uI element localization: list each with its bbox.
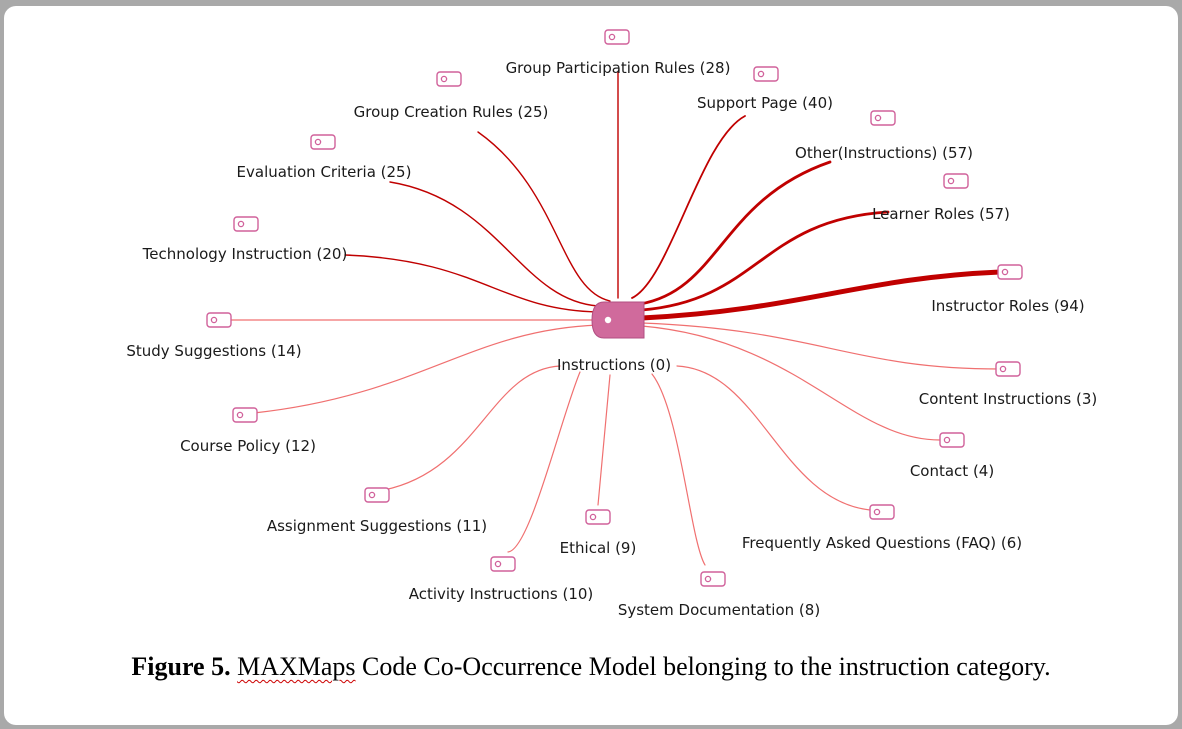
code-icon-ethical-9[interactable] <box>585 509 611 525</box>
caption-figure-number: Figure 5. <box>131 652 231 681</box>
code-label-other-instructions-57[interactable]: Other(Instructions) (57) <box>795 144 973 162</box>
code-icon-content-instructions-3[interactable] <box>995 361 1021 377</box>
code-icon-learner-roles-57[interactable] <box>943 173 969 189</box>
code-icon-group-creation-rules-25[interactable] <box>436 71 462 87</box>
code-icon-contact-4[interactable] <box>939 432 965 448</box>
link-contact-4 <box>641 325 941 441</box>
code-label-activity-instructions-10[interactable]: Activity Instructions (10) <box>409 585 594 603</box>
code-label-system-documentation-8[interactable]: System Documentation (8) <box>618 601 820 619</box>
code-label-group-creation-rules-25[interactable]: Group Creation Rules (25) <box>354 103 549 121</box>
code-icon-system-documentation-8[interactable] <box>700 571 726 587</box>
code-label-instructor-roles-94[interactable]: Instructor Roles (94) <box>931 297 1084 315</box>
center-code-node[interactable] <box>591 301 645 339</box>
code-icon-frequently-asked-questions-faq-6[interactable] <box>869 504 895 520</box>
code-label-support-page-40[interactable]: Support Page (40) <box>697 94 833 112</box>
caption-text: Code Co-Occurrence Model belonging to th… <box>355 652 1051 681</box>
code-icon-study-suggestions-14[interactable] <box>206 312 232 328</box>
link-assignment-suggestions-11 <box>383 365 561 491</box>
figure-panel <box>4 6 1178 725</box>
code-label-content-instructions-3[interactable]: Content Instructions (3) <box>919 390 1098 408</box>
code-label-evaluation-criteria-25[interactable]: Evaluation Criteria (25) <box>237 163 412 181</box>
code-label-study-suggestions-14[interactable]: Study Suggestions (14) <box>126 342 301 360</box>
code-icon-instructor-roles-94[interactable] <box>997 264 1023 280</box>
link-group-creation-rules-25 <box>477 131 611 302</box>
code-label-learner-roles-57[interactable]: Learner Roles (57) <box>872 205 1010 223</box>
link-ethical-9 <box>597 374 611 506</box>
link-activity-instructions-10 <box>507 371 581 553</box>
link-system-documentation-8 <box>651 373 706 566</box>
center-code-label[interactable]: Instructions (0) <box>557 356 671 374</box>
link-frequently-asked-questions-faq-6 <box>676 365 871 511</box>
code-icon-other-instructions-57[interactable] <box>870 110 896 126</box>
link-course-policy-12 <box>253 324 599 414</box>
link-other-instructions-57 <box>638 160 832 306</box>
link-support-page-40 <box>631 115 746 299</box>
code-label-assignment-suggestions-11[interactable]: Assignment Suggestions (11) <box>267 517 487 535</box>
link-learner-roles-57 <box>640 210 890 312</box>
figure-caption: Figure 5. MAXMaps Code Co-Occurrence Mod… <box>0 652 1182 682</box>
code-label-technology-instruction-20[interactable]: Technology Instruction (20) <box>142 245 348 263</box>
code-label-contact-4[interactable]: Contact (4) <box>910 462 994 480</box>
code-icon-group-participation-rules-28[interactable] <box>604 29 630 45</box>
code-label-group-participation-rules-28[interactable]: Group Participation Rules (28) <box>506 59 731 77</box>
code-icon-technology-instruction-20[interactable] <box>233 216 259 232</box>
caption-maxmaps: MAXMaps <box>237 652 356 681</box>
link-content-instructions-3 <box>641 322 1001 370</box>
code-label-course-policy-12[interactable]: Course Policy (12) <box>180 437 316 455</box>
code-icon-evaluation-criteria-25[interactable] <box>310 134 336 150</box>
code-label-ethical-9[interactable]: Ethical (9) <box>560 539 637 557</box>
code-icon-course-policy-12[interactable] <box>232 407 258 423</box>
code-icon-activity-instructions-10[interactable] <box>490 556 516 572</box>
co-occurrence-map: Group Participation Rules (28) Support Pa… <box>126 29 1098 619</box>
link-evaluation-criteria-25 <box>389 181 599 307</box>
link-technology-instruction-20 <box>344 254 599 313</box>
code-icon-support-page-40[interactable] <box>753 66 779 82</box>
link-instructor-roles-94 <box>639 269 1003 321</box>
code-icon-assignment-suggestions-11[interactable] <box>364 487 390 503</box>
code-label-frequently-asked-questions-faq-6[interactable]: Frequently Asked Questions (FAQ) (6) <box>742 534 1022 552</box>
